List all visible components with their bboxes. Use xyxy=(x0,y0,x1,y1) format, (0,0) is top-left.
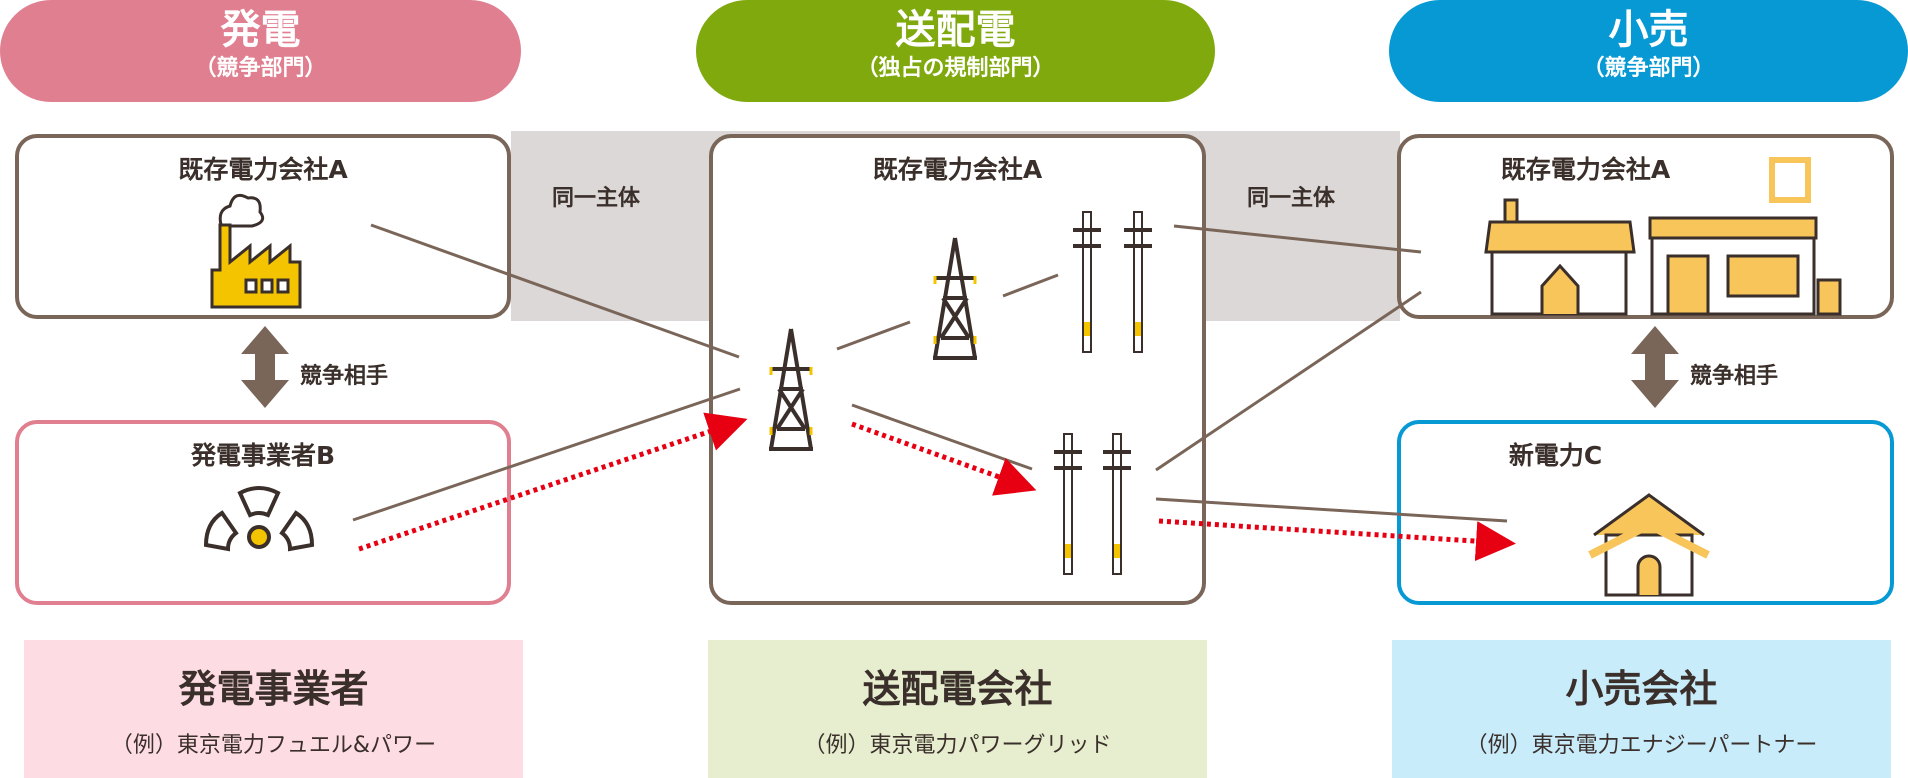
utility-pole-icon xyxy=(1101,432,1133,576)
competitor-label-left: 競争相手 xyxy=(300,364,389,389)
header-title: 送配電 xyxy=(895,7,1016,53)
power-line xyxy=(1155,290,1422,472)
header-title: 発電 xyxy=(220,7,301,53)
panel-generation: 発電事業者 （例）東京電力フュエル&パワー xyxy=(24,640,523,778)
header-subtitle: （独占の規制部門） xyxy=(856,56,1055,81)
box-title: 新電力C xyxy=(1508,441,1603,470)
power-flow-arrow xyxy=(358,412,748,552)
transmission-tower-icon xyxy=(931,236,979,360)
power-line xyxy=(851,403,1033,471)
panel-title: 送配電会社 xyxy=(862,667,1053,711)
panel-example: （例）東京電力パワーグリッド xyxy=(803,733,1112,758)
power-line xyxy=(1155,497,1508,523)
same-entity-label-left: 同一主体 xyxy=(552,186,641,211)
house-and-store-icon xyxy=(1484,157,1842,316)
utility-pole-icon xyxy=(1122,210,1154,354)
power-line xyxy=(836,320,911,351)
header-retail: 小売 （競争部門） xyxy=(1389,0,1908,102)
power-line xyxy=(1173,224,1422,254)
panel-transmission: 送配電会社 （例）東京電力パワーグリッド xyxy=(708,640,1207,778)
power-line xyxy=(352,387,741,522)
power-flow-arrow xyxy=(1158,518,1516,562)
box-title: 既存電力会社A xyxy=(872,155,1043,184)
competitor-label-right: 競争相手 xyxy=(1690,364,1779,389)
transmission-tower-icon xyxy=(767,327,815,451)
header-generation: 発電 （競争部門） xyxy=(0,0,521,102)
header-subtitle: （競争部門） xyxy=(194,56,327,81)
radiation-icon xyxy=(203,486,315,552)
header-subtitle: （競争部門） xyxy=(1582,56,1715,81)
factory-icon xyxy=(210,193,302,309)
panel-example: （例）東京電力エナジーパートナー xyxy=(1465,733,1818,758)
same-entity-label-right: 同一主体 xyxy=(1247,186,1336,211)
header-title: 小売 xyxy=(1608,7,1689,53)
panel-title: 小売会社 xyxy=(1565,667,1718,711)
panel-title: 発電事業者 xyxy=(178,667,369,711)
box-title: 既存電力会社A xyxy=(1500,155,1671,184)
double-arrow-icon xyxy=(241,326,1679,408)
header-transmission: 送配電 （独占の規制部門） xyxy=(696,0,1215,102)
panel-retail: 小売会社 （例）東京電力エナジーパートナー xyxy=(1392,640,1891,778)
utility-pole-icon xyxy=(1071,210,1103,354)
power-flow-arrow xyxy=(851,421,1037,496)
utility-pole-icon xyxy=(1052,432,1084,576)
box-title: 既存電力会社A xyxy=(178,155,348,184)
house-icon xyxy=(1588,493,1710,597)
panel-example: （例）東京電力フュエル&パワー xyxy=(110,733,437,758)
box-title: 発電事業者B xyxy=(190,441,336,470)
power-line xyxy=(370,223,740,359)
power-line xyxy=(1002,273,1059,298)
